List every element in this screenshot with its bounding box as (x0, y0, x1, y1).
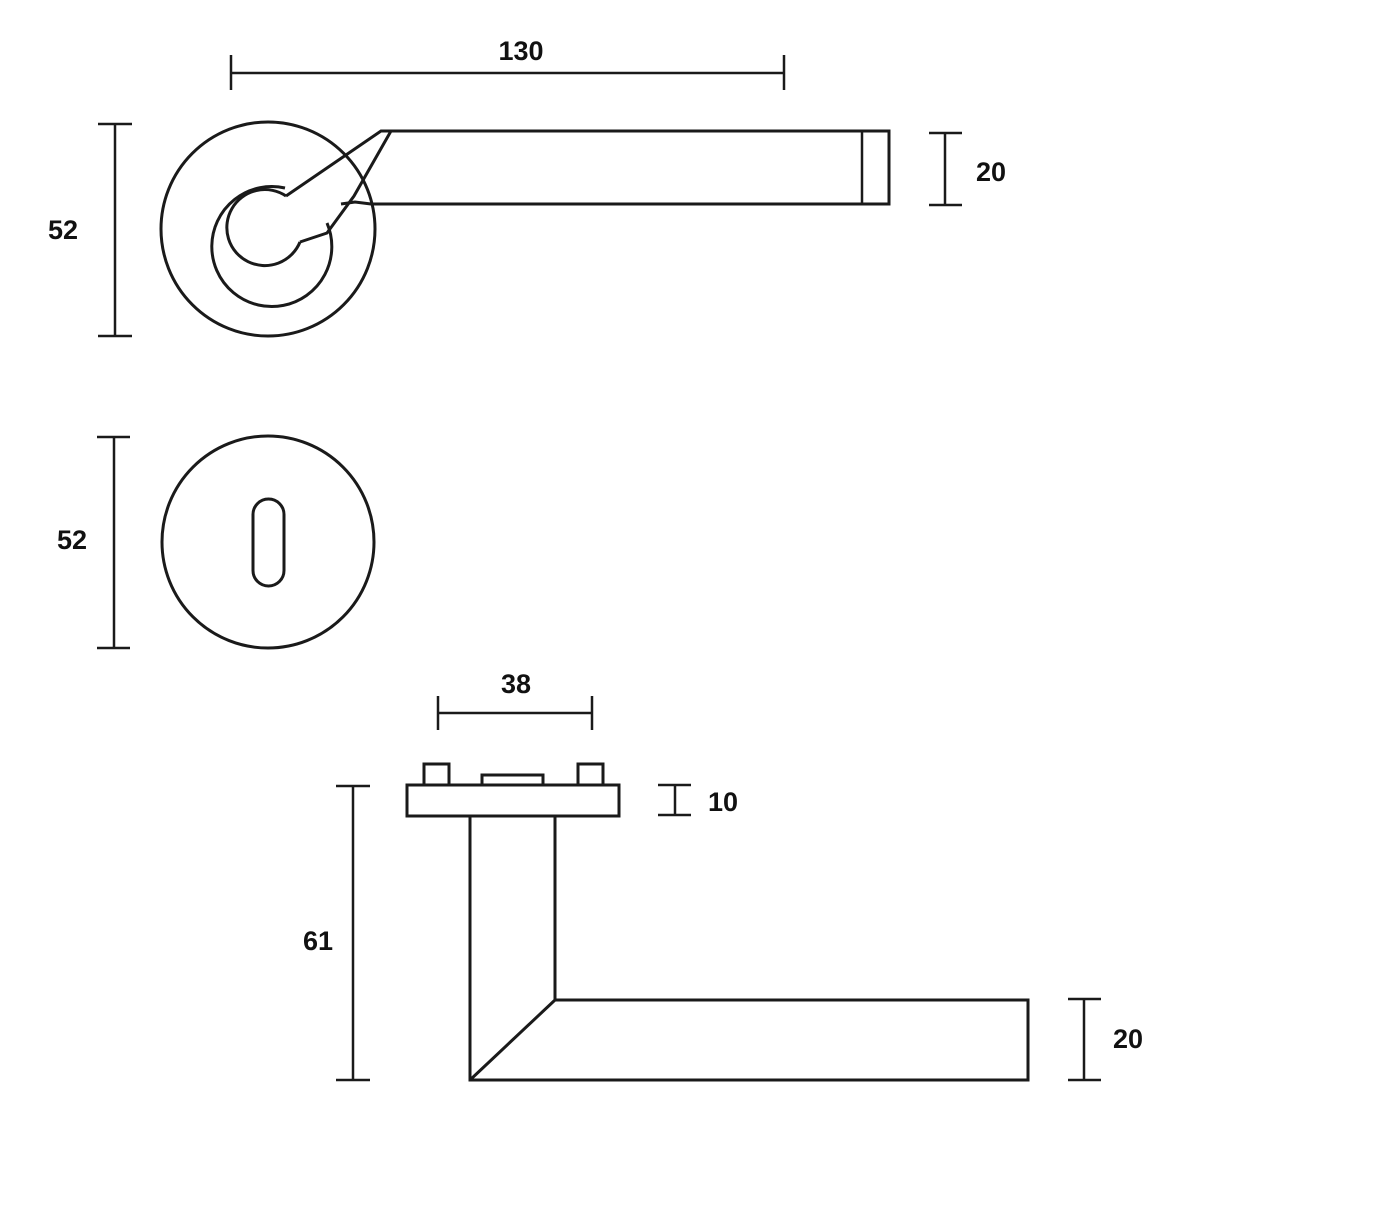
base-plate (405, 783, 621, 818)
dimension-projection: 61 (303, 784, 370, 1082)
dim-label-52-escutcheon: 52 (57, 525, 87, 555)
top-view (159, 120, 891, 338)
fixing-lug-right (576, 762, 605, 787)
dim-label-20-top: 20 (976, 157, 1006, 187)
rose-inner-ring (210, 185, 334, 308)
dim-label-20-side: 20 (1113, 1024, 1143, 1054)
rose-outer-circle (159, 120, 377, 338)
lever-neck (285, 129, 394, 244)
escutcheon-circle (160, 434, 376, 650)
dimension-escutcheon-diameter: 52 (57, 435, 130, 650)
lever-body (340, 129, 891, 206)
side-view (405, 762, 1030, 1082)
dim-label-10: 10 (708, 787, 738, 817)
spindle-ring (225, 188, 302, 268)
fixing-lug-left (422, 762, 451, 787)
dimension-base-width: 38 (436, 669, 594, 730)
dimension-lever-length: 130 (229, 36, 786, 90)
dim-label-61: 61 (303, 926, 333, 956)
center-tab (480, 773, 545, 787)
dimension-lever-height-top: 20 (929, 131, 1006, 207)
dim-label-52-top: 52 (48, 215, 78, 245)
escutcheon-view (160, 434, 376, 650)
dimension-lever-height-side: 20 (1068, 997, 1143, 1082)
dim-label-130: 130 (498, 36, 543, 66)
dim-label-38: 38 (501, 669, 531, 699)
lever-bend-line (468, 998, 557, 1082)
dimension-rose-diameter: 52 (48, 122, 132, 338)
dimension-base-thickness: 10 (658, 783, 738, 817)
lever-side-profile (468, 816, 1030, 1082)
keyhole-slot (251, 497, 286, 588)
